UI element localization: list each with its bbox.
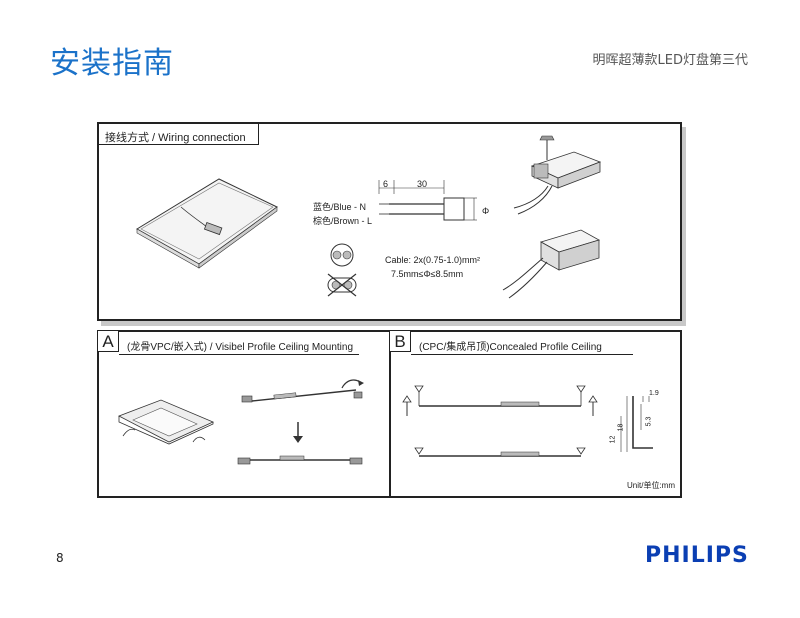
strip-length-30: 30 [417, 179, 428, 189]
ceiling-insertion-drawing [118, 399, 214, 445]
panel-seated-step-drawing [237, 455, 363, 465]
down-arrow-icon [293, 422, 303, 443]
section-a-letter: A [97, 330, 119, 352]
cable-diameter-symbol: Φ [482, 206, 490, 216]
profile-section-drawing [620, 396, 653, 452]
panel-light-drawing [136, 178, 278, 269]
section-b-panel: B (CPC/集成吊顶)Concealed Profile Ceiling 1.… [389, 330, 682, 498]
panel-tilt-step-drawing [241, 379, 364, 403]
driver-connector-drawing [513, 135, 602, 215]
profile-dim-1-9: 1.9 [649, 390, 659, 397]
section-b-letter: B [389, 330, 411, 352]
philips-logo: PHILIPS [645, 543, 749, 568]
section-a-label: (龙骨VPC/嵌入式) / Visibel Profile Ceiling Mo… [127, 342, 354, 353]
concealed-installed-drawing [414, 447, 586, 457]
section-b-label: (CPC/集成吊顶)Concealed Profile Ceiling [419, 342, 602, 353]
concealed-lift-step-drawing [402, 385, 598, 416]
cable-spec: Cable: 2x(0.75-1.0)mm² [385, 255, 481, 265]
wire-strip-diagram [378, 180, 477, 221]
section-a-label-underline [119, 354, 359, 355]
document-subtitle: 明晖超薄款LED灯盘第三代 [592, 53, 748, 68]
cable-section-forbidden-icon [327, 273, 357, 297]
section-a-panel: A (龙骨VPC/嵌入式) / Visibel Profile Ceiling … [97, 330, 391, 498]
wiring-section-label: 接线方式 / Wiring connection [105, 132, 246, 144]
wiring-label-divider [258, 124, 259, 145]
profile-dim-12: 12 [609, 435, 617, 444]
wiring-panel: 接线方式 / Wiring connection 6 30 蓝色/Blue - … [97, 122, 682, 321]
strip-length-6: 6 [383, 179, 389, 189]
cable-section-ok-icon [330, 243, 354, 267]
driver-box-drawing [502, 229, 601, 299]
section-b-label-underline [411, 354, 633, 355]
wire-blue-label: 蓝色/Blue - N [313, 202, 367, 212]
page-number: 8 [56, 551, 64, 565]
wiring-label-underline [99, 144, 259, 145]
page-title: 安装指南 [50, 46, 174, 81]
unit-note: Unit/单位:mm [627, 481, 675, 490]
cable-diameter-spec: 7.5mm≤Φ≤8.5mm [391, 269, 464, 279]
profile-dim-18: 18 [617, 423, 625, 432]
wire-brown-label: 棕色/Brown - L [313, 216, 373, 226]
profile-dim-5-3: 5.3 [645, 416, 653, 427]
